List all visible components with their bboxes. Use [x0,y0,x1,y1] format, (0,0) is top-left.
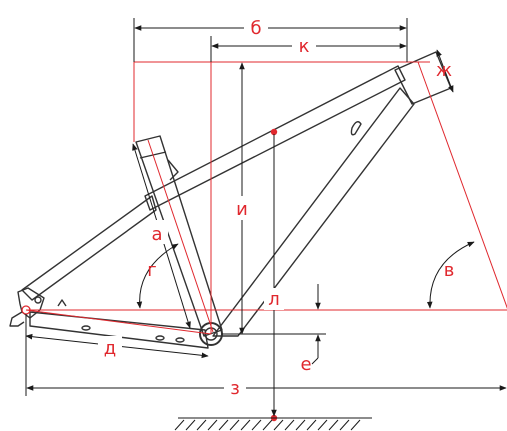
label-e-leader [311,357,319,365]
seat-stays [21,195,157,301]
label-b: б [250,18,261,39]
label-e: е [300,354,311,375]
label-z: з [230,378,240,399]
ground-hatch-mark [207,419,218,431]
bike-frame [9,51,452,349]
dropout-eyelet [34,296,42,304]
ground-hatch-mark [229,419,240,431]
ground-hatch-mark [251,419,262,431]
label-l: л [268,289,280,310]
down-tube [212,87,415,337]
dimension-labels: б к и л ж а г в д е з [98,16,454,399]
seat-gusset [167,159,179,181]
chainstay-bolt-1 [81,325,91,331]
ground-hatch-mark [317,419,328,431]
label-zh: ж [436,60,452,81]
ground-hatch-mark [185,419,196,431]
chainstay-bolt-3 [175,337,185,343]
dim-v-arc [426,241,475,309]
label-a: а [151,224,162,245]
brake-mount [57,299,67,307]
label-v: в [444,260,455,281]
chainstay-bolt-2 [155,335,165,341]
label-i: и [236,199,248,220]
ground [174,417,372,431]
top-tube [144,65,406,211]
dim-g-arc [136,243,179,309]
ground-hatch-mark [240,419,251,431]
rear-dropout [17,287,45,319]
ground-hatch-mark [196,419,207,431]
ground-hatch-mark [174,419,185,431]
ground-hatch-mark [218,419,229,431]
chainstay-line [25,309,212,335]
ground-hatch-mark [350,419,361,431]
ground-hatch [174,419,361,431]
ground-hatch-mark [328,419,339,431]
derailleur-hanger [9,311,25,327]
ground-hatch-mark [273,419,284,431]
label-k: к [299,36,310,57]
steering-axis-line [417,61,507,309]
ground-hatch-mark [339,419,350,431]
center-of-mass-dot [270,128,278,136]
label-d: д [104,338,116,359]
down-tube-slot [350,121,362,136]
ground-hatch-mark [284,419,295,431]
ground-hatch-mark [306,419,317,431]
ground-hatch-mark [295,419,306,431]
ground-hatch-mark [262,419,273,431]
label-g: г [147,260,156,281]
dimension-lines [25,18,507,417]
dim-zh-line [436,49,454,93]
